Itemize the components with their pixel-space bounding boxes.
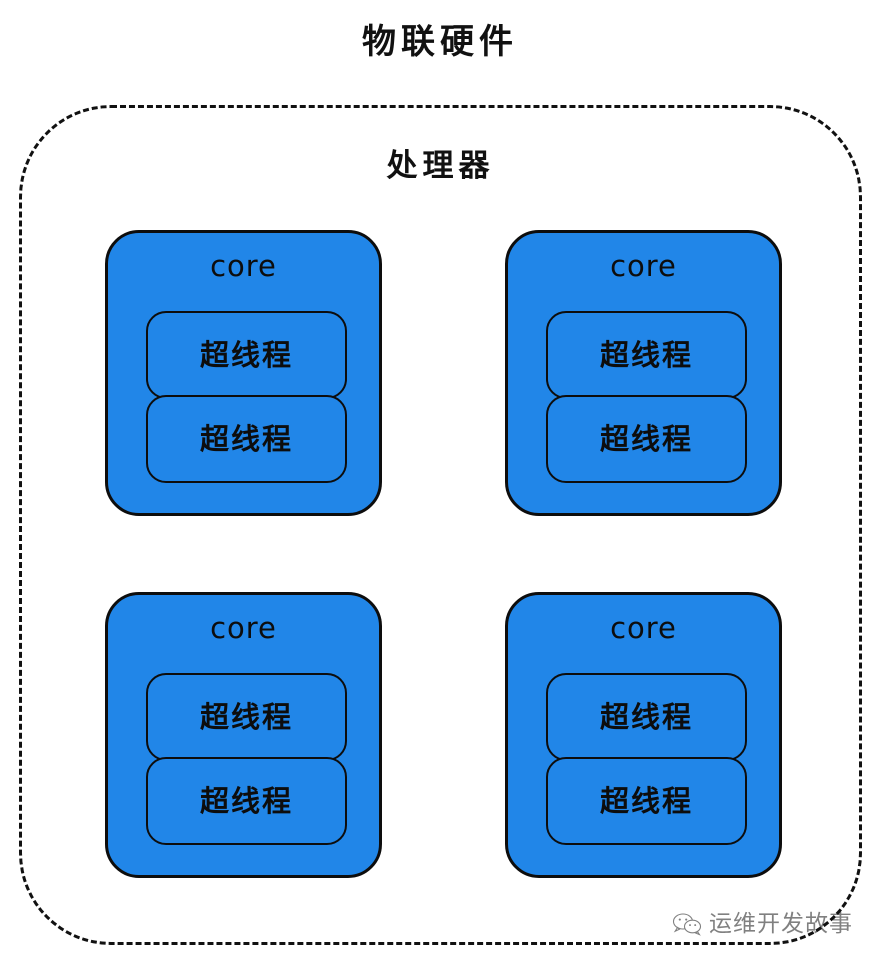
thread-stack: 超线程 超线程 [146, 673, 347, 845]
page-title: 物联硬件 [362, 22, 518, 62]
hyperthread-label: 超线程 [599, 337, 693, 372]
core-box[interactable]: core 超线程 超线程 [105, 230, 382, 516]
core-label: core [210, 249, 277, 283]
hardware-boundary [19, 105, 862, 945]
core-box[interactable]: core 超线程 超线程 [505, 230, 782, 516]
hyperthread-label: 超线程 [599, 699, 693, 734]
hyperthread-box[interactable]: 超线程 [546, 757, 747, 845]
processor-label: 处理器 [386, 148, 495, 184]
hyperthread-label: 超线程 [599, 421, 693, 456]
hyperthread-box[interactable]: 超线程 [546, 311, 747, 399]
thread-stack: 超线程 超线程 [546, 673, 747, 845]
hyperthread-box[interactable]: 超线程 [146, 673, 347, 761]
hyperthread-label: 超线程 [199, 699, 293, 734]
core-label: core [210, 611, 277, 645]
core-box[interactable]: core 超线程 超线程 [105, 592, 382, 878]
core-label: core [610, 611, 677, 645]
hyperthread-box[interactable]: 超线程 [546, 673, 747, 761]
thread-stack: 超线程 超线程 [546, 311, 747, 483]
core-box[interactable]: core 超线程 超线程 [505, 592, 782, 878]
hyperthread-label: 超线程 [199, 783, 293, 818]
hyperthread-box[interactable]: 超线程 [546, 395, 747, 483]
thread-stack: 超线程 超线程 [146, 311, 347, 483]
hyperthread-label: 超线程 [199, 421, 293, 456]
core-label: core [610, 249, 677, 283]
hyperthread-label: 超线程 [199, 337, 293, 372]
hyperthread-box[interactable]: 超线程 [146, 757, 347, 845]
hyperthread-box[interactable]: 超线程 [146, 395, 347, 483]
hyperthread-label: 超线程 [599, 783, 693, 818]
core-grid: core 超线程 超线程 core 超线程 超线程 [105, 230, 782, 880]
hyperthread-box[interactable]: 超线程 [146, 311, 347, 399]
